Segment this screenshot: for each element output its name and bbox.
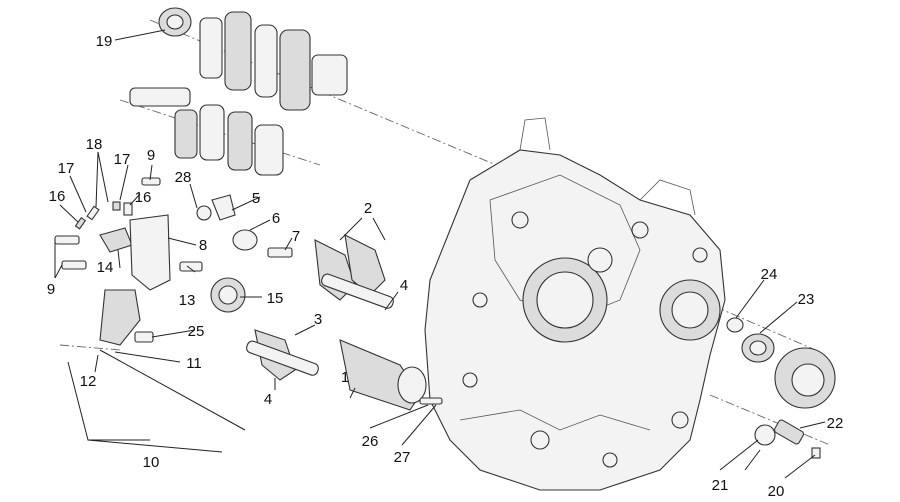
label-10: 10 (143, 454, 160, 471)
label-28: 28 (175, 169, 192, 186)
label-25: 25 (188, 323, 205, 340)
label-13: 13 (179, 292, 196, 309)
label-23: 23 (798, 291, 815, 308)
label-3: 3 (314, 311, 322, 328)
label-5: 5 (252, 190, 260, 207)
main-shaft-gears (129, 11, 348, 176)
label-4-upper: 4 (400, 277, 408, 294)
label-22: 22 (827, 415, 844, 432)
label-15: 15 (267, 290, 284, 307)
label-1: 1 (341, 369, 349, 386)
label-9-top: 9 (147, 147, 155, 164)
label-26: 26 (362, 433, 379, 450)
small-parts-left (54, 177, 293, 431)
label-8: 8 (199, 237, 207, 254)
label-2: 2 (364, 200, 372, 217)
label-14: 14 (97, 259, 114, 276)
label-9-left: 9 (47, 281, 55, 298)
label-4-lower: 4 (264, 391, 272, 408)
leader-lines (54, 29, 826, 479)
crankcase (424, 117, 726, 491)
label-17-left: 17 (58, 160, 75, 177)
label-7: 7 (292, 228, 300, 245)
shift-forks (246, 234, 443, 411)
label-16-left: 16 (49, 188, 66, 205)
seal-part (158, 7, 192, 37)
label-12: 12 (80, 373, 97, 390)
label-24: 24 (761, 266, 778, 283)
sprocket-parts (726, 317, 836, 471)
label-20: 20 (768, 483, 785, 500)
label-18: 18 (86, 136, 103, 153)
label-19: 19 (96, 33, 113, 50)
label-17-right: 17 (114, 151, 131, 168)
label-6: 6 (272, 210, 280, 227)
callout-labels: 1 2 3 4 4 5 6 7 8 9 9 10 11 12 13 14 15 … (47, 33, 844, 500)
label-16-right: 16 (135, 189, 152, 206)
label-11: 11 (186, 355, 202, 372)
label-27: 27 (394, 449, 411, 466)
label-21: 21 (712, 477, 729, 494)
